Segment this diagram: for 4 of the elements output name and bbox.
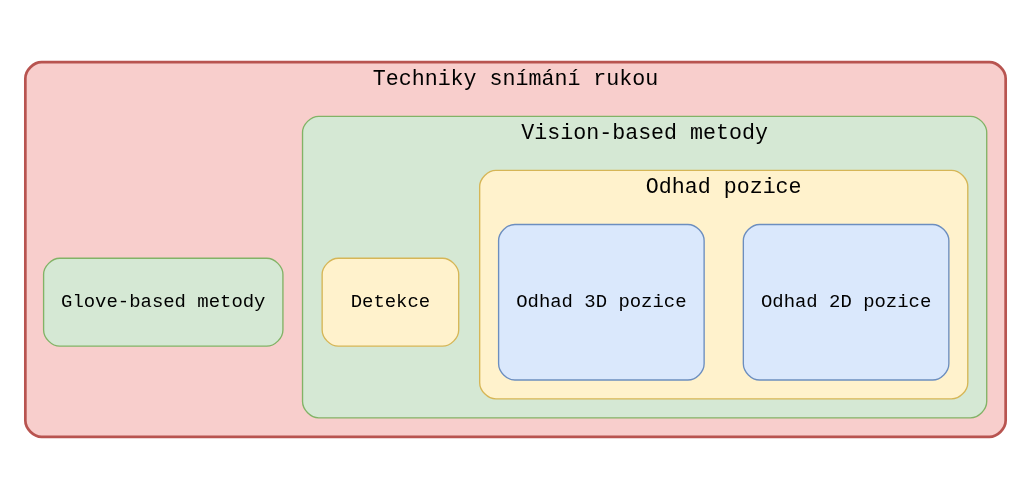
- node-box: Odhad 3D pozice: [497, 223, 705, 381]
- node-box: Glove-based metody: [42, 257, 284, 347]
- node-box: Detekce: [321, 257, 460, 347]
- node-box: Odhad 2D pozice: [742, 223, 950, 381]
